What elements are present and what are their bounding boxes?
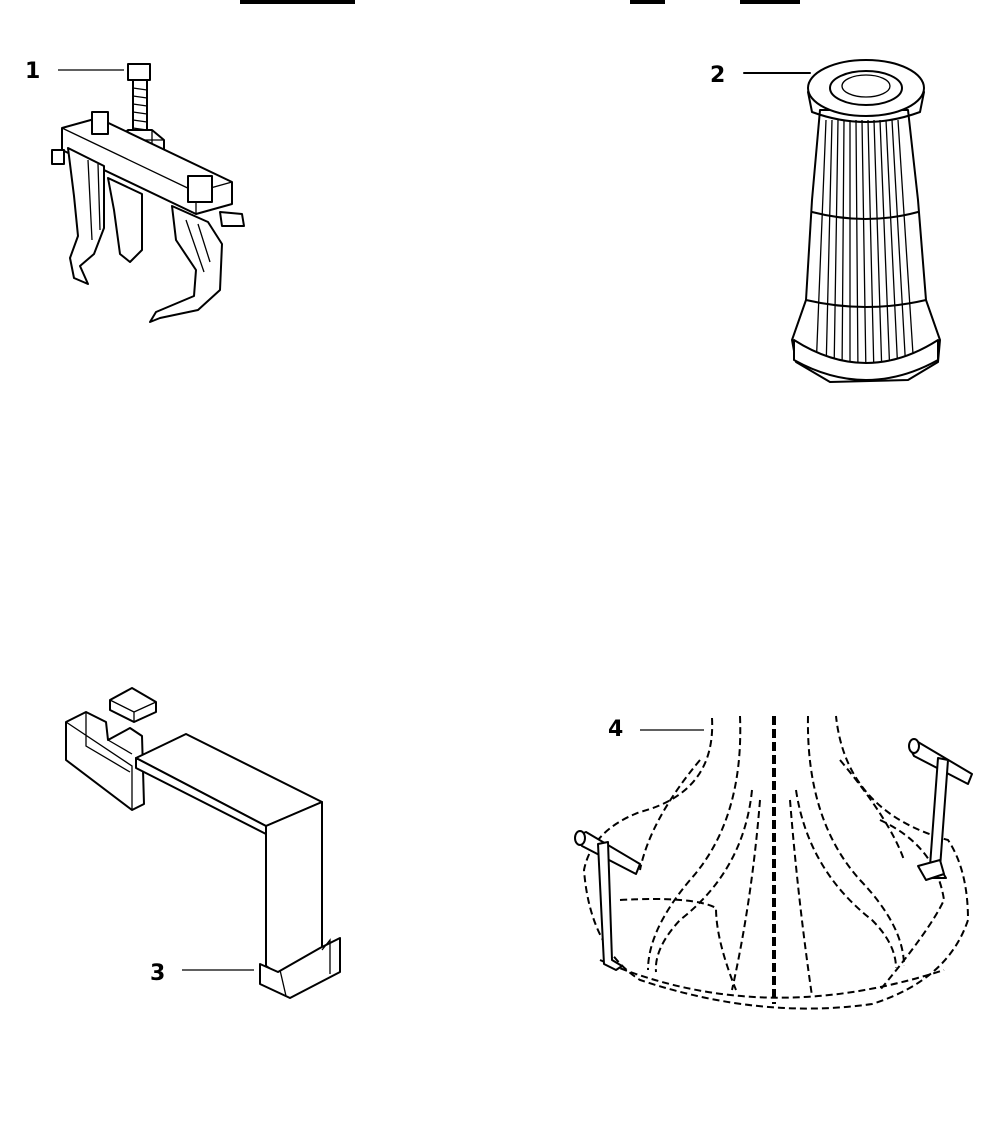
header-fragment bbox=[240, 0, 800, 4]
part-2: 2 bbox=[710, 59, 941, 383]
part-3: 3 bbox=[65, 687, 341, 999]
callout-2: 2 bbox=[710, 63, 725, 88]
mounting-bracket-icon bbox=[65, 687, 341, 999]
filter-cartridge-icon bbox=[791, 59, 941, 383]
callout-4: 4 bbox=[608, 717, 623, 742]
callout-3: 3 bbox=[150, 961, 165, 986]
callout-1: 1 bbox=[25, 59, 40, 84]
part-4: 4 bbox=[574, 715, 973, 1010]
hood-with-clamps-icon bbox=[574, 715, 973, 1010]
gear-puller-icon bbox=[51, 63, 245, 323]
part-1: 1 bbox=[25, 59, 245, 323]
